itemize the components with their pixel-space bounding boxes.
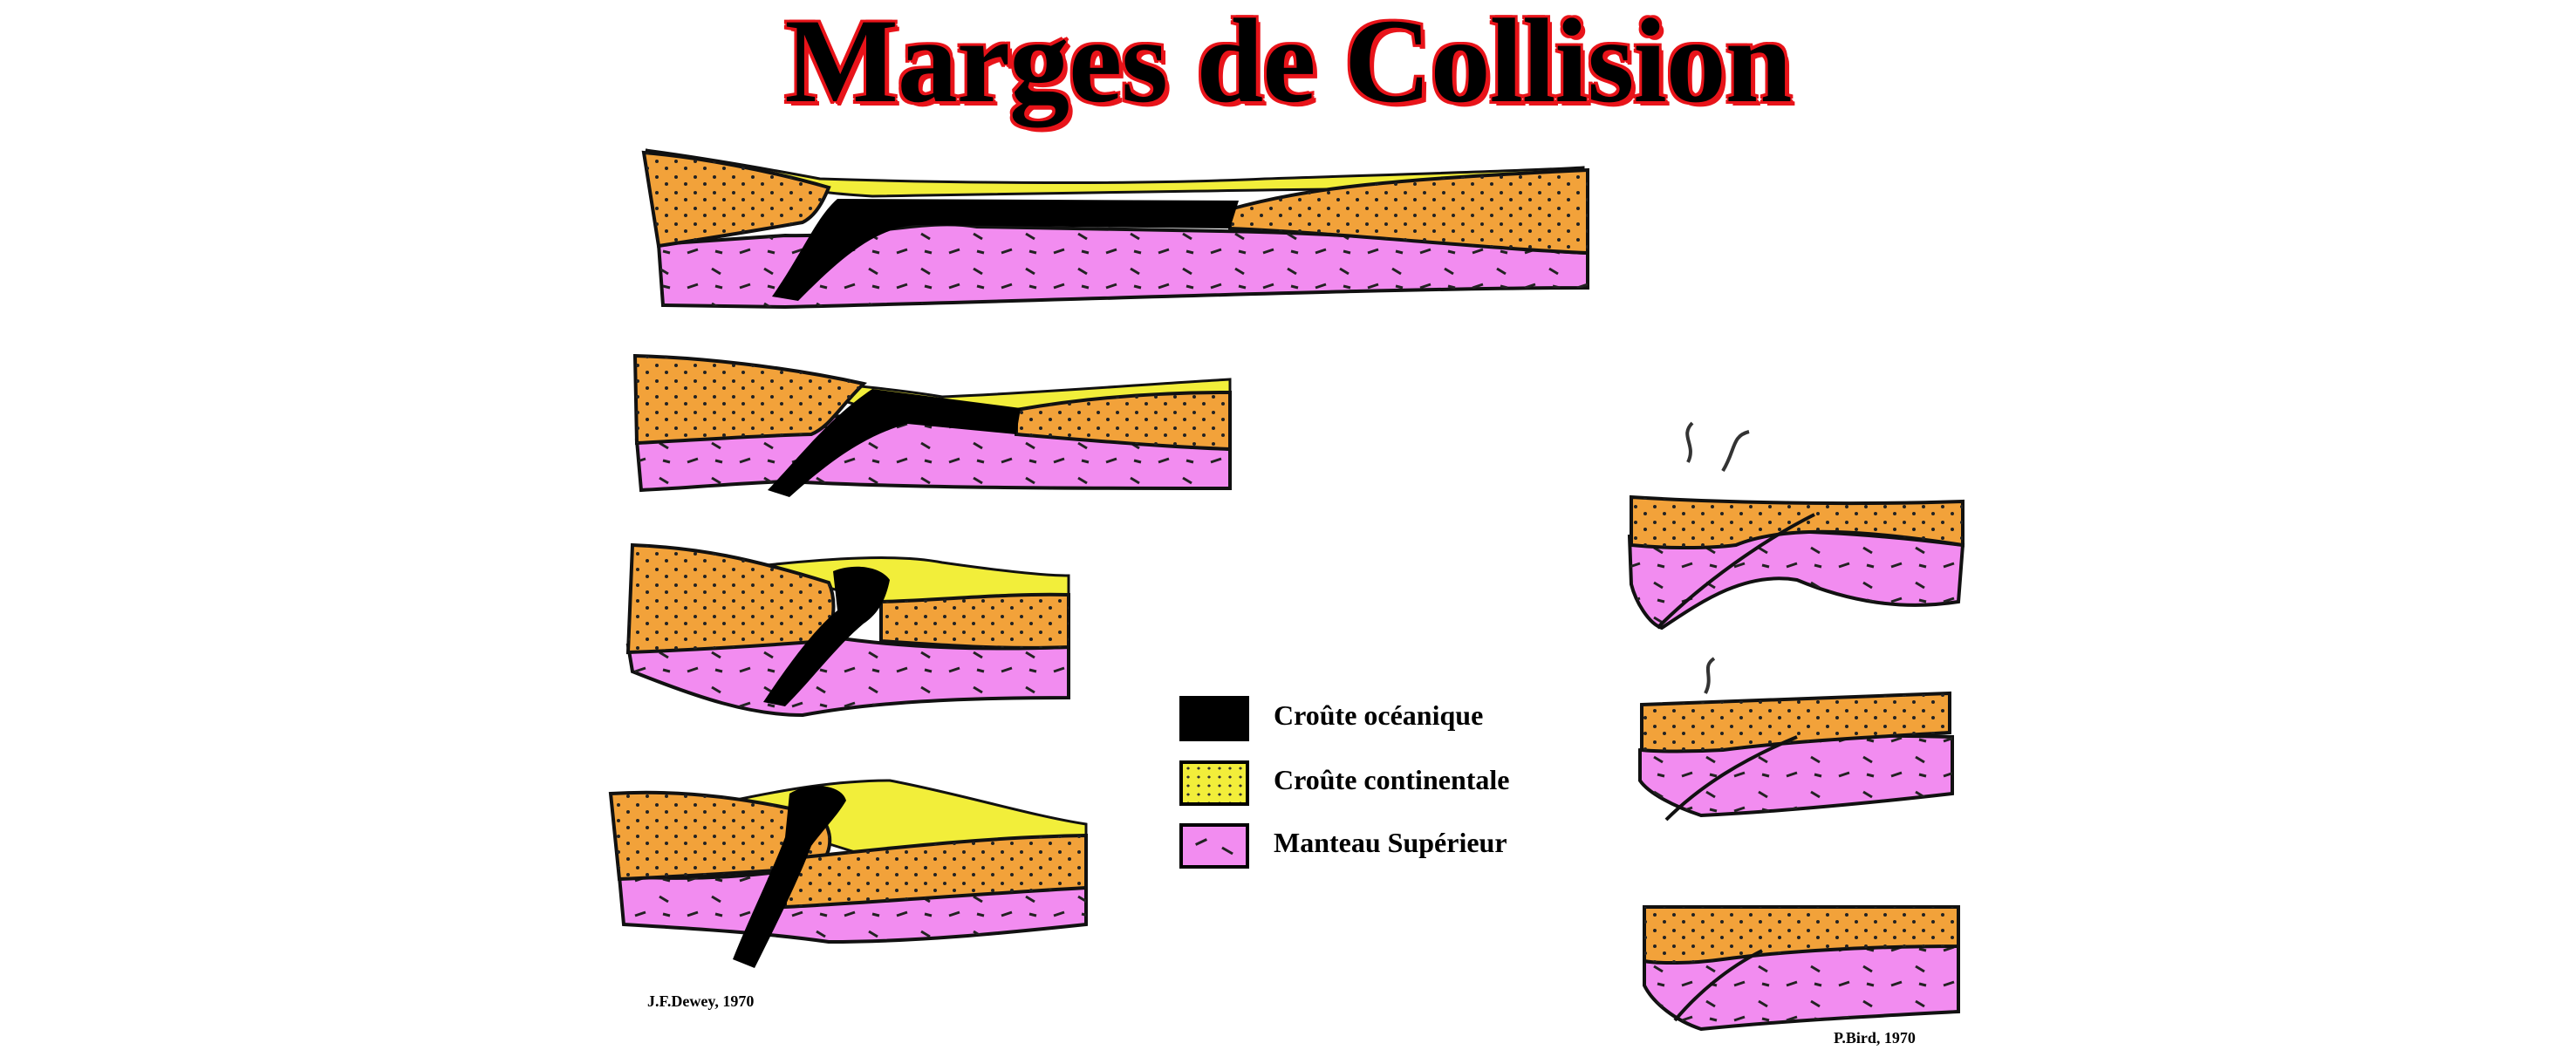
bird-stage-3 xyxy=(1643,904,1960,1032)
sediment-layer xyxy=(645,148,1585,198)
legend-label: Croûte océanique xyxy=(1274,699,1484,731)
bird-stage-1 xyxy=(1627,421,1965,631)
legend-label: Croûte continentale xyxy=(1274,764,1510,795)
continental-crust-swatch xyxy=(1179,760,1249,806)
dewey-stage-4 xyxy=(608,779,1088,968)
legend-label: Manteau Supérieur xyxy=(1274,827,1507,858)
credit-bird: P.Bird, 1970 xyxy=(1834,1029,1916,1047)
oceanic-slab xyxy=(772,199,1239,301)
dewey-stage-3 xyxy=(625,542,1070,718)
bird-stage-2 xyxy=(1638,657,1954,822)
dewey-stage-2 xyxy=(632,353,1232,497)
upper-mantle-swatch xyxy=(1179,823,1249,869)
credit-dewey: J.F.Dewey, 1970 xyxy=(647,992,755,1010)
oceanic-crust-swatch xyxy=(1179,696,1249,741)
dewey-stage-1 xyxy=(641,148,1589,310)
page-title: Marges de Collision xyxy=(783,0,1794,129)
